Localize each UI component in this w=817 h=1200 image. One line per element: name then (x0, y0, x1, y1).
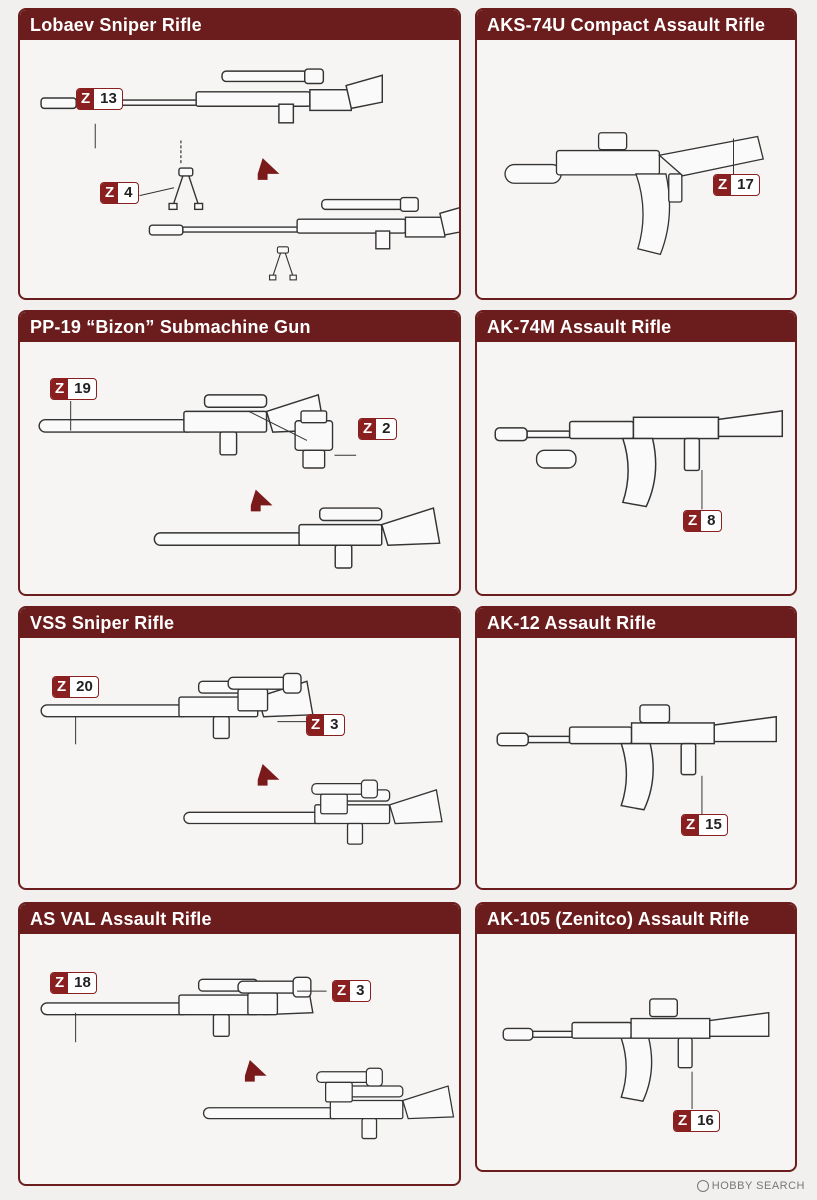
panel-title: AK-12 Assault Rifle (487, 613, 657, 633)
direction-arrow-icon (244, 1059, 267, 1082)
panel-title: AK-105 (Zenitco) Assault Rifle (487, 909, 750, 929)
panel-title-bar: Lobaev Sniper Rifle (20, 10, 459, 40)
direction-arrow-icon (250, 489, 273, 512)
as-val-illustration (40, 976, 455, 1140)
panel-title-bar: AK-105 (Zenitco) Assault Rifle (477, 904, 795, 934)
direction-arrow-icon (257, 158, 280, 180)
panel-title: AS VAL Assault Rifle (30, 909, 212, 929)
ak-74m-illustration (494, 410, 784, 510)
panel-title-bar: AKS-74U Compact Assault Rifle (477, 10, 795, 40)
watermark: HOBBY SEARCH (696, 1179, 805, 1192)
watermark-text: HOBBY SEARCH (711, 1179, 805, 1192)
panel-title: AKS-74U Compact Assault Rifle (487, 15, 766, 35)
ak-12-illustration (496, 704, 777, 816)
pp-19-illustration (38, 394, 441, 569)
panel-title-bar: PP-19 “Bizon” Submachine Gun (20, 312, 459, 342)
panel-title: AK-74M Assault Rifle (487, 317, 672, 337)
panel-title-bar: AS VAL Assault Rifle (20, 904, 459, 934)
direction-arrow-icon (257, 763, 280, 786)
panel-title-bar: AK-74M Assault Rifle (477, 312, 795, 342)
lobaev-illustration (40, 68, 459, 281)
aks-74u-illustration (504, 132, 765, 256)
panel-title: PP-19 “Bizon” Submachine Gun (30, 317, 311, 337)
panel-title: VSS Sniper Rifle (30, 613, 175, 633)
panel-title-bar: AK-12 Assault Rifle (477, 608, 795, 638)
panel-title: Lobaev Sniper Rifle (30, 15, 202, 35)
vss-illustration (40, 672, 443, 845)
hobby-search-logo-icon (696, 1180, 709, 1192)
panel-title-bar: VSS Sniper Rifle (20, 608, 459, 638)
ak-105-illustration (502, 998, 770, 1110)
